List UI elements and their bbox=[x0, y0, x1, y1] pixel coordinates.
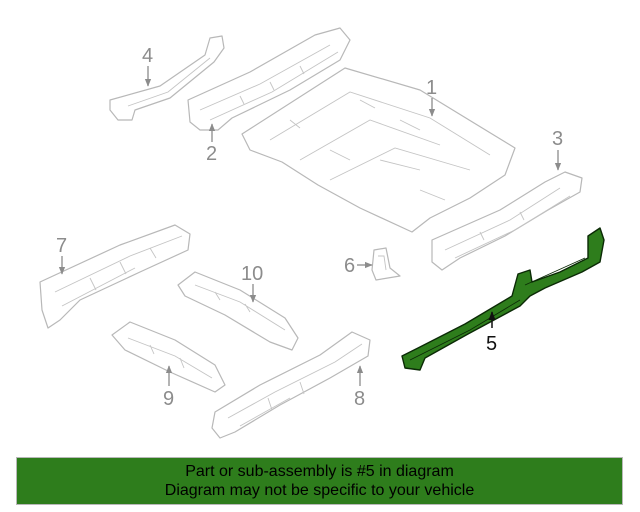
part-10-center-rail[interactable] bbox=[177, 271, 299, 351]
callout-label-8: 8 bbox=[354, 388, 365, 410]
part-6-bracket[interactable] bbox=[371, 247, 401, 281]
part-9-lower-rail[interactable] bbox=[111, 321, 226, 393]
callout-3: 3 bbox=[552, 128, 563, 171]
callout-6: 6 bbox=[344, 255, 373, 277]
callout-4: 4 bbox=[142, 45, 153, 87]
callout-label-9: 9 bbox=[163, 388, 174, 410]
callout-label-10: 10 bbox=[241, 263, 263, 285]
callout-8: 8 bbox=[354, 365, 365, 410]
part-7-front-rail[interactable] bbox=[39, 224, 191, 329]
part-3-side-rail[interactable] bbox=[431, 171, 583, 271]
part-5-highlighted-rail[interactable] bbox=[401, 227, 605, 371]
callout-label-4: 4 bbox=[142, 45, 153, 67]
callout-10: 10 bbox=[241, 263, 263, 303]
callout-label-6: 6 bbox=[344, 255, 355, 277]
parts-diagram: 1 2 3 4 5 6 7 8 9 10 bbox=[39, 27, 605, 439]
callout-5: 5 bbox=[486, 311, 497, 355]
part-4-bracket[interactable] bbox=[109, 35, 225, 121]
banner-line-disclaimer: Diagram may not be specific to your vehi… bbox=[164, 482, 475, 499]
callout-7: 7 bbox=[56, 235, 67, 275]
notice-banner: Part or sub-assembly is #5 in diagram Di… bbox=[16, 457, 623, 505]
callout-label-3: 3 bbox=[552, 128, 563, 150]
callout-label-1: 1 bbox=[426, 77, 437, 99]
callout-2: 2 bbox=[206, 123, 217, 165]
part-2-floor-rail[interactable] bbox=[187, 27, 351, 131]
callout-1: 1 bbox=[426, 77, 437, 117]
banner-line-part: Part or sub-assembly is #5 in diagram bbox=[185, 463, 454, 480]
part-1-floor-pan[interactable] bbox=[241, 67, 516, 233]
callout-label-2: 2 bbox=[206, 143, 217, 165]
callout-label-7: 7 bbox=[56, 235, 67, 257]
part-8-lower-rail[interactable] bbox=[211, 331, 371, 439]
callout-9: 9 bbox=[163, 365, 174, 410]
callout-label-5: 5 bbox=[486, 333, 497, 355]
